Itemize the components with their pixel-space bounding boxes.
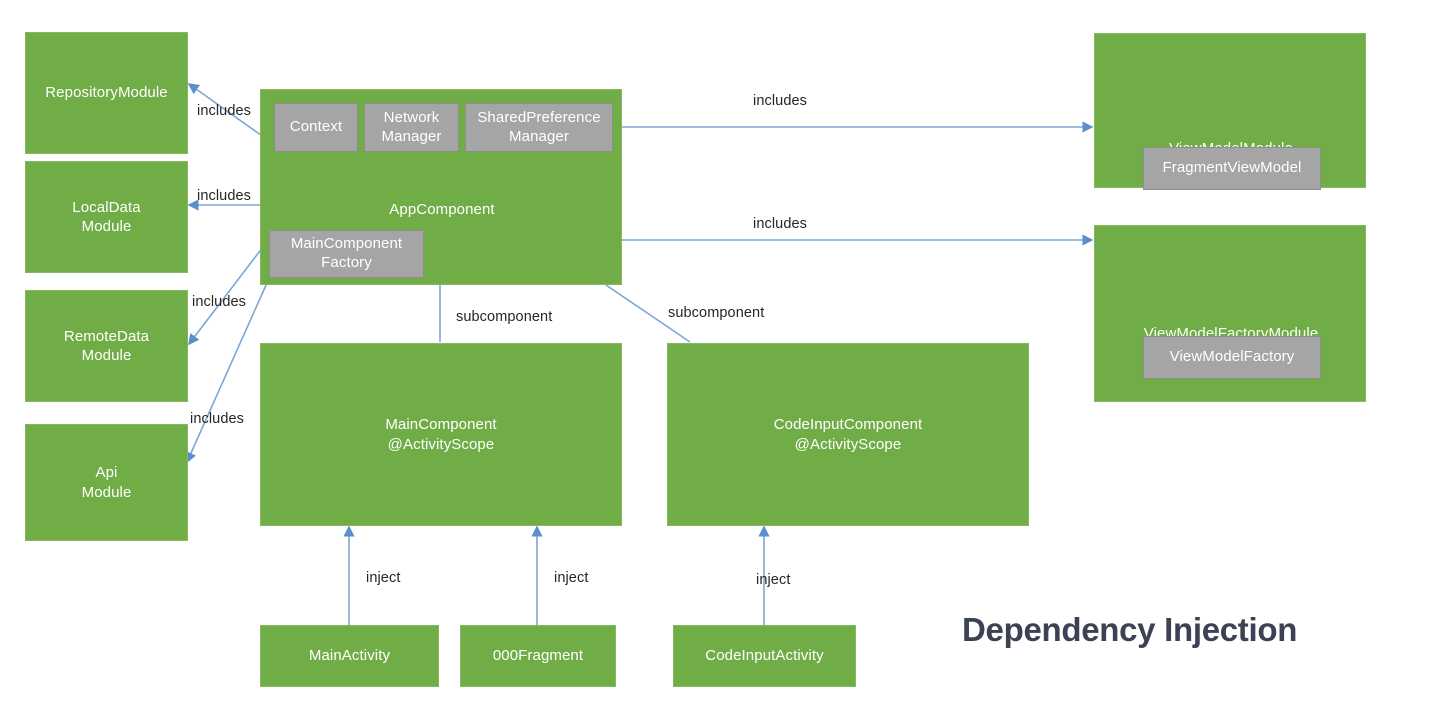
node-api-module-label: Api Module [81,464,132,501]
edge-label-includes-remotedata: includes [192,294,246,310]
node-app-component[interactable]: Context Network Manager SharedPreference… [260,89,622,285]
node-ooo-fragment-label: 000Fragment [492,647,584,665]
diagram-title: Dependency Injection 태블릿 앱 [962,553,1432,708]
chip-view-model-factory[interactable]: ViewModelFactory [1143,336,1321,379]
edge-label-includes-localdata: includes [197,188,251,204]
edge-label-includes-viewmodel: includes [753,93,807,109]
chip-shared-preference-manager[interactable]: SharedPreference Manager [465,103,613,152]
edge-label-inject-ooo-fragment: inject [554,570,589,586]
chip-network-manager-label: Network Manager [381,108,442,145]
edge-label-includes-viewmodelfactory: includes [753,216,807,232]
edge-label-includes-api: includes [190,411,244,427]
node-main-component-label: MainComponent @ActivityScope [385,416,497,453]
node-remote-data-module-label: RemoteData Module [63,327,150,365]
node-remote-data-module[interactable]: RemoteData Module [25,290,188,402]
node-app-component-label: AppComponent [261,180,623,219]
chip-network-manager[interactable]: Network Manager [364,103,459,152]
chip-context-label: Context [289,118,343,136]
node-local-data-module[interactable]: LocalData Module [25,161,188,273]
chip-main-component-factory[interactable]: MainComponent Factory [269,230,424,278]
chip-fragment-view-model[interactable]: FragmentViewModel [1143,147,1321,190]
node-local-data-module-label: LocalData Module [72,198,141,236]
chip-main-component-factory-label: MainComponent Factory [290,235,403,271]
chip-context[interactable]: Context [274,103,358,152]
node-main-activity[interactable]: MainActivity [260,625,439,687]
node-api-module[interactable]: Api Module [25,424,188,541]
node-code-input-component-label: CodeInputComponent @ActivityScope [773,416,923,453]
edge-label-subcomponent-main: subcomponent [456,309,553,325]
node-app-component-label-text: AppComponent [389,200,495,218]
edge-label-subcomponent-codeinput: subcomponent [668,305,765,321]
diagram-title-line1: Dependency Injection [962,611,1298,649]
node-code-input-activity-label: CodeInputActivity [705,647,824,665]
node-view-model-module[interactable]: ViewModelModule FragmentViewModel [1094,33,1366,190]
edge-label-inject-code-input-activity: inject [756,572,791,588]
node-view-model-factory-module[interactable]: ViewModelFactoryModule ViewModelFactory [1094,225,1366,402]
node-ooo-fragment[interactable]: 000Fragment [460,625,616,687]
chip-fragment-view-model-label: FragmentViewModel [1162,159,1302,177]
chip-shared-preference-manager-label: SharedPreference Manager [477,108,601,145]
node-main-activity-label: MainActivity [308,647,391,665]
chip-view-model-factory-label: ViewModelFactory [1169,348,1295,366]
node-repository-module-label: RepositoryModule [45,84,168,102]
edge-label-inject-main-activity: inject [366,570,401,586]
node-code-input-activity[interactable]: CodeInputActivity [673,625,856,687]
node-repository-module[interactable]: RepositoryModule [25,32,188,154]
edge-label-includes-repository: includes [197,103,251,119]
node-code-input-component[interactable]: CodeInputComponent @ActivityScope [667,343,1029,526]
node-main-component[interactable]: MainComponent @ActivityScope [260,343,622,526]
